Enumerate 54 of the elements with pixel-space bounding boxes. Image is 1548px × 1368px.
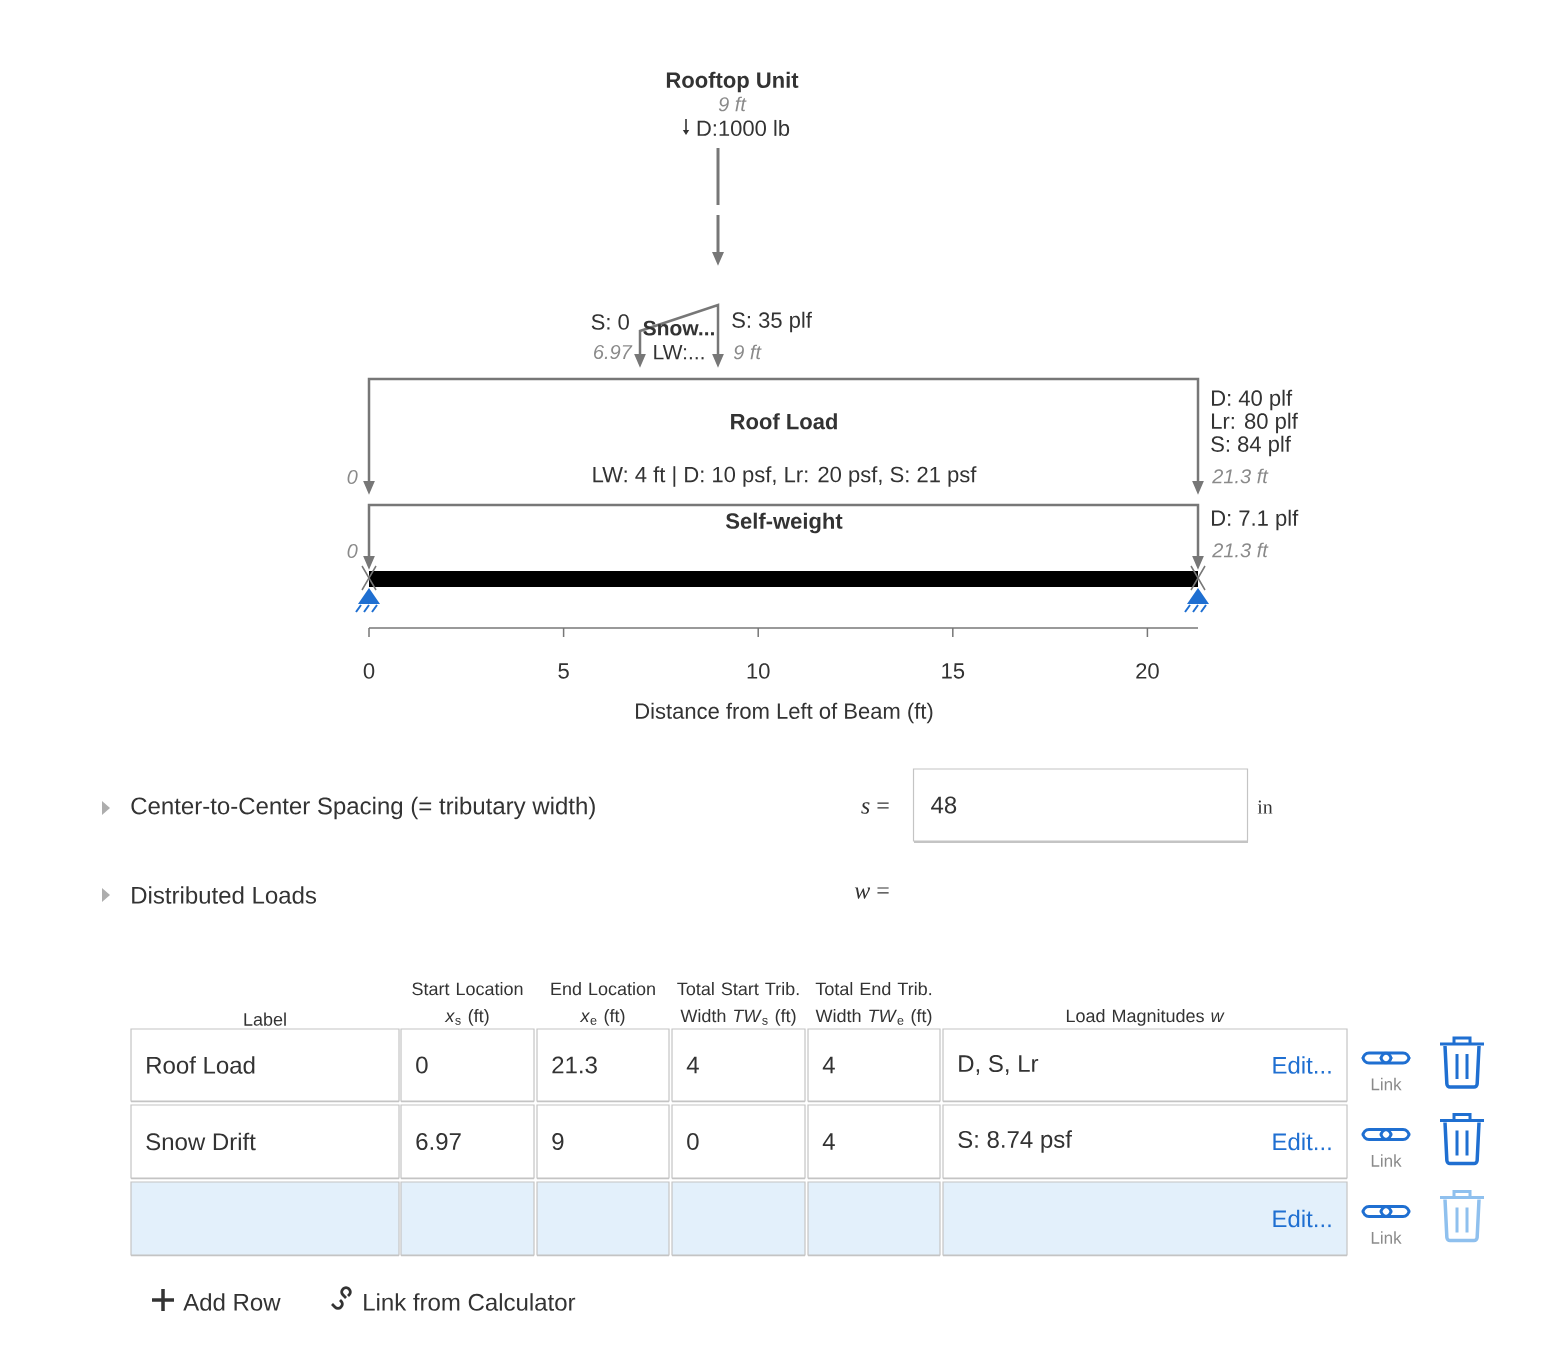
edit-link: Edit... — [1273, 1209, 1331, 1228]
load-value: 0 — [347, 469, 358, 485]
node-label: Snow... — [643, 320, 714, 336]
table-cell: 4 — [807, 1028, 941, 1103]
load-value: S: 35 plf — [732, 311, 812, 333]
load-name: Rooftop Unit — [666, 71, 799, 93]
table-cell: 0 — [400, 1028, 535, 1103]
node-label: LW: 4 ft | D: 10 psf, Lr: 20 psf, S: 21 psf — [593, 466, 977, 487]
column-header: Label — [244, 1012, 286, 1026]
edit-link: Edit... — [1273, 1132, 1331, 1151]
tick-label: 20 — [1136, 663, 1159, 679]
column-header: Load Magnitudes w — [1066, 1009, 1225, 1026]
node-label: Self-weight — [725, 512, 843, 534]
load-value: 21.3 ft — [1212, 542, 1269, 558]
edit-link: Edit... — [1273, 1056, 1331, 1074]
node-label: LW:... — [654, 344, 704, 360]
tick-label: 15 — [942, 663, 965, 679]
load-value: 9 ft — [733, 344, 762, 360]
load-value: S: 84 plf — [1211, 435, 1291, 457]
icon-caption: Link — [1371, 1231, 1402, 1244]
icon-caption: Link — [1371, 1154, 1402, 1167]
link-from-calculator-link: Link from Calculator — [364, 1293, 576, 1311]
table-cell: 4 — [807, 1104, 941, 1180]
add-row-link: Add Row — [183, 1293, 281, 1311]
load-value: 0 — [347, 543, 358, 559]
section-heading: Distributed Loads — [132, 886, 317, 904]
load-value: D: 40 plf — [1212, 389, 1293, 411]
icon-caption: Link — [1371, 1077, 1402, 1091]
column-header: Total Start Trib. Width TW$_{s}$ (ft) — [677, 982, 799, 1026]
load-value: S: 0 — [591, 314, 629, 330]
column-header: End Location x$_{e}$ (ft) — [551, 982, 655, 1026]
column-header: Total End Trib. Width TW$_{e}$ (ft) — [815, 982, 932, 1026]
formula-label: w = — [854, 887, 889, 899]
input-field: 48 — [912, 768, 1249, 843]
node-label: Roof Load — [731, 413, 837, 430]
load-value: 6.97 — [594, 344, 633, 360]
table-cell: 21.3 — [536, 1028, 670, 1103]
load-value: D: 7.1 plf — [1212, 509, 1299, 531]
load-value: 21.3 ft — [1212, 468, 1269, 484]
table-cell: 6.97 — [400, 1104, 535, 1180]
unit-label: in — [1257, 800, 1273, 814]
tick-label: 5 — [558, 663, 569, 679]
load-value: D:1000 lb — [697, 119, 790, 137]
formula-label: s = — [861, 802, 889, 814]
section-heading: Center-to-Center Spacing (= tributary width) — [131, 796, 595, 820]
load-position: 9 ft — [718, 96, 747, 112]
column-header: Start Location x$_{s}$ (ft) — [412, 982, 523, 1026]
table-cell: 9 — [536, 1104, 670, 1180]
tick-label: 10 — [747, 663, 770, 679]
axis-title: Distance from Left of Beam (ft) — [636, 702, 933, 724]
load-value: Lr: 80 plf — [1212, 412, 1298, 434]
tick-label: 0 — [363, 663, 375, 679]
table-cell: 4 — [671, 1028, 806, 1103]
table-cell: 0 — [671, 1104, 806, 1180]
